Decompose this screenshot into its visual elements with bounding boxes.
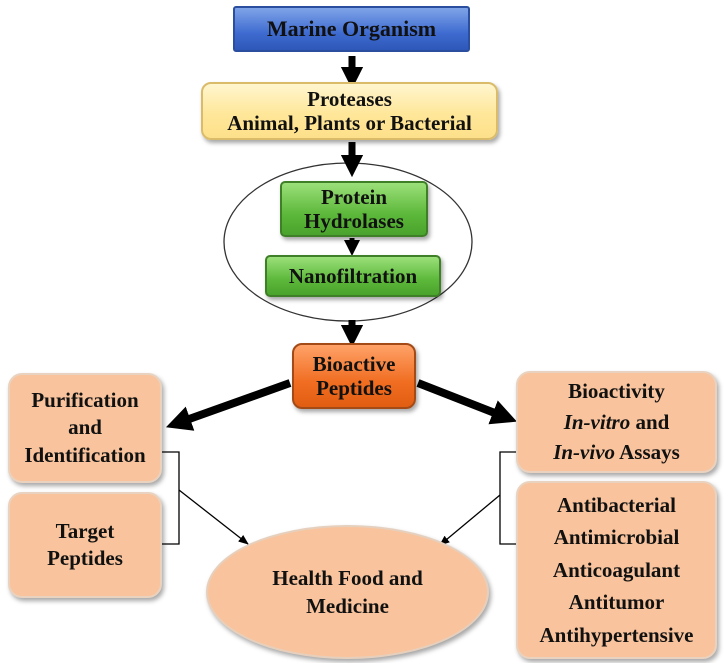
activity-antitumor: Antitumor xyxy=(568,590,665,615)
purification-line1: Purification xyxy=(31,388,139,413)
in-vivo-text: In-vivo xyxy=(553,440,616,465)
arrow-left-to-health-food xyxy=(178,489,249,545)
purification-line3: Identification xyxy=(24,442,146,467)
arrow-bioactive-to-purification xyxy=(165,379,292,431)
target-peptides-line2: Peptides xyxy=(47,546,123,570)
bioactivity-line2: In-vitro and xyxy=(564,407,670,437)
health-food-line1: Health Food and xyxy=(272,565,423,590)
protein-hydrolases-line1: Protein xyxy=(320,184,388,209)
nanofiltration-box: Nanofiltration xyxy=(265,255,441,297)
protein-hydrolases-line2: Hydrolases xyxy=(304,209,404,233)
in-vivo-rest: Assays xyxy=(615,440,680,465)
left-bracket xyxy=(162,451,180,545)
bioactivity-line3: In-vivo Assays xyxy=(553,437,680,467)
activity-antimicrobial: Antimicrobial xyxy=(553,525,680,550)
purification-box: Purification and Identification xyxy=(8,373,162,483)
bioactivity-box: Bioactivity In-vitro and In-vivo Assays xyxy=(516,371,717,473)
activity-antihypertensive: Antihypertensive xyxy=(539,622,694,647)
right-bracket xyxy=(499,451,516,545)
arrow-bioactive-to-bioactivity xyxy=(416,379,517,425)
activities-box: Antibacterial Antimicrobial Anticoagulan… xyxy=(516,481,717,659)
purification-line2: and xyxy=(68,415,102,440)
health-food-line2: Medicine xyxy=(306,594,389,618)
activity-anticoagulant: Anticoagulant xyxy=(552,557,681,582)
health-food-ellipse: Health Food and Medicine xyxy=(206,525,489,659)
nanofiltration-label: Nanofiltration xyxy=(288,263,418,288)
bioactive-peptides-box: Bioactive Peptides xyxy=(292,343,416,409)
in-vitro-rest: and xyxy=(630,409,670,434)
activity-antibacterial: Antibacterial xyxy=(557,492,676,517)
in-vitro-text: In-vitro xyxy=(563,409,631,434)
target-peptides-line1: Target xyxy=(55,518,115,543)
bioactive-peptides-line2: Peptides xyxy=(316,376,392,400)
arrow-right-to-health-food xyxy=(439,494,501,546)
proteases-label-line1: Proteases xyxy=(307,86,392,111)
bioactivity-line1: Bioactivity xyxy=(568,379,665,404)
protein-hydrolases-box: Protein Hydrolases xyxy=(280,181,428,237)
proteases-label-line2: Animal, Plants or Bacterial xyxy=(227,111,472,135)
bioactive-peptides-line1: Bioactive xyxy=(312,351,396,376)
marine-organism-box: Marine Organism xyxy=(233,6,470,52)
marine-organism-label: Marine Organism xyxy=(266,16,437,42)
proteases-box: Proteases Animal, Plants or Bacterial xyxy=(201,82,498,140)
target-peptides-box: Target Peptides xyxy=(8,492,162,598)
